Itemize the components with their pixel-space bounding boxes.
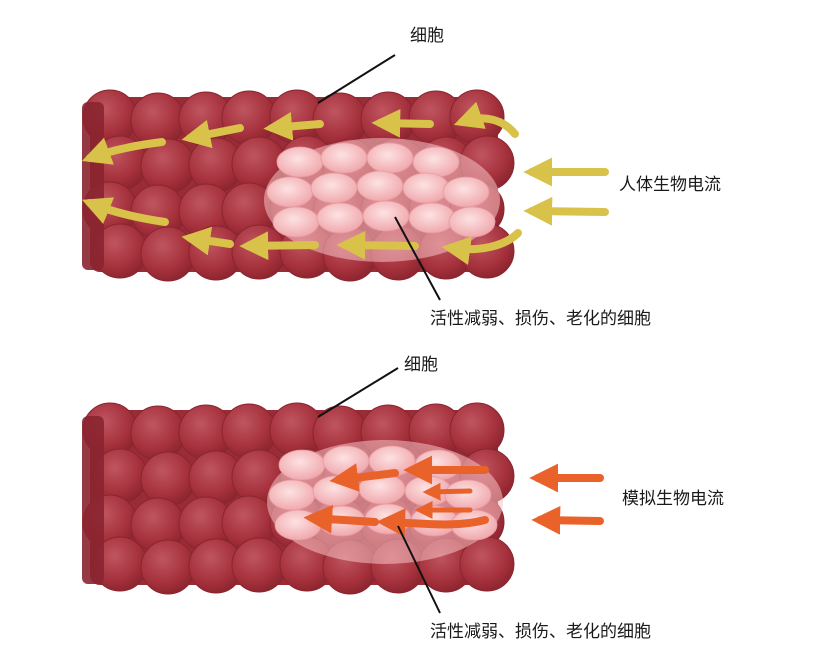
- damaged-cell: [366, 142, 414, 174]
- natural-current-arrows: [81, 101, 609, 265]
- damaged-cell: [444, 479, 492, 511]
- damaged-cell: [402, 172, 450, 204]
- healthy-cell: [130, 405, 186, 461]
- damaged-cell: [320, 142, 368, 174]
- bottom-cell-label: 细胞: [404, 355, 438, 375]
- damaged-cell: [278, 449, 326, 481]
- healthy-cell: [449, 402, 505, 458]
- damaged-cell: [316, 202, 364, 234]
- bottom-damaged-label: 活性减弱、损伤、老化的细胞: [430, 622, 651, 642]
- yellow-curved-arrow-icon: [81, 101, 609, 265]
- panel-simulated-current: [82, 367, 604, 614]
- healthy-cell: [221, 403, 277, 459]
- damaged-cell: [408, 202, 456, 234]
- damaged-cell-cluster: [267, 440, 503, 564]
- leader-lines: [317, 54, 441, 301]
- healthy-cell: [221, 90, 277, 146]
- damaged-cell: [442, 176, 490, 208]
- orange-straight-arrow-icon: [303, 455, 604, 537]
- damaged-cell: [276, 146, 324, 178]
- damaged-cell-cluster: [264, 138, 500, 262]
- damaged-cell: [272, 206, 320, 238]
- bottom-current-label: 模拟生物电流: [622, 489, 724, 509]
- damaged-cell: [414, 449, 462, 481]
- top-cell-label: 细胞: [410, 26, 444, 46]
- healthy-cell: [140, 226, 196, 282]
- damaged-cell: [322, 445, 370, 477]
- damaged-cell: [266, 176, 314, 208]
- panel-natural-current: [81, 54, 609, 301]
- damaged-cell: [310, 172, 358, 204]
- damaged-cell: [412, 146, 460, 178]
- healthy-cell: [231, 224, 287, 280]
- healthy-cell: [140, 539, 196, 595]
- damaged-cell: [362, 200, 410, 232]
- healthy-cell: [360, 91, 416, 147]
- damaged-cell: [448, 206, 496, 238]
- top-current-label: 人体生物电流: [619, 175, 721, 195]
- damaged-cell: [356, 170, 404, 202]
- damaged-cell: [268, 479, 316, 511]
- top-damaged-label: 活性减弱、损伤、老化的细胞: [430, 309, 651, 329]
- simulated-current-arrows: [303, 455, 604, 537]
- leader-lines: [317, 367, 441, 614]
- healthy-cell: [231, 537, 287, 593]
- healthy-cell: [140, 451, 196, 507]
